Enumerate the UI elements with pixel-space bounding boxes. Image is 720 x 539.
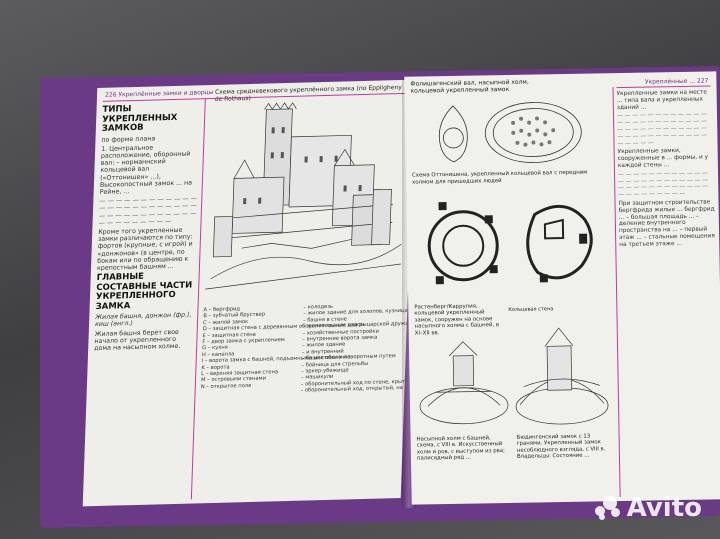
avito-brand-text: Avito [626, 493, 702, 523]
legend-left: A – бергфрид B – зубчатый бруствер C – ж… [200, 305, 396, 391]
header-rule-right [616, 85, 711, 89]
left-page: 226 Укреплённые замки и дворцы Схема сре… [82, 79, 416, 507]
castle-illustration [205, 102, 402, 290]
open-book: 226 Укреплённые замки и дворцы Схема сре… [68, 71, 720, 528]
figure4-caption: Насыпной холм с башней, схема, с VIII в.… [416, 435, 505, 462]
paragraph-filler: — — — — — — — — — — — — — — — — — — — — … [98, 195, 198, 227]
motte-drawings [438, 102, 582, 163]
paragraph-4: Жилая башня берет свое начало от укрепле… [94, 328, 181, 353]
right-paragraph-filler-2: — — — — — — — — — — — — — — — — — — — — … [617, 170, 709, 199]
sub-label-wall: Кольцевая стена [508, 306, 554, 313]
right-text-column: Укрепленные замки на месте ... типа вала… [617, 89, 716, 250]
section-title-parts: ГЛАВНЫЕ СОСТАВНЫЕ ЧАСТИ УКРЕПЛЕННОГО ЗАМ… [95, 271, 193, 312]
legend-right: – колодезь – жилое здание для холопов, к… [300, 302, 415, 394]
figure2-caption: Схема Оттонишена, укрепленный кольцевой … [411, 169, 588, 186]
figure5-caption: Бюдингенский замок с 13 гранями. Укрепле… [516, 433, 606, 461]
legend-item: – оборонительный ход, открытый, на кольц… [300, 384, 415, 394]
right-page: Фолишагенский вал, насыпной холм, кольце… [404, 71, 720, 505]
paragraph-1: 1. Центральное расположение, оборонный в… [99, 144, 193, 196]
avito-logo-icon [594, 494, 623, 522]
right-paragraph-1: Укрепленные замки на месте ... типа вала… [616, 89, 707, 111]
paragraph-3: Жилая башня, донжон (фр.), киш (англ.) [94, 311, 192, 329]
right-paragraph-2: Укрепленные замки, сооруженные в ... фор… [617, 148, 709, 170]
right-paragraph-filler: — — — — — — — — — — — — — — — — — — — — … [616, 111, 708, 147]
left-page-header: 226 Укреплённые замки и дворцы [104, 88, 214, 99]
legend-item: N – открытое поле [200, 382, 252, 391]
figure1-caption: Фолишагенский вал, насыпной холм, кольце… [410, 78, 529, 95]
avito-watermark: Avito [594, 493, 702, 523]
right-page-header: Укреплённые ... 227 [644, 77, 709, 86]
right-paragraph-3: При защитном строительстве бергфрида жил… [618, 199, 715, 248]
left-text-column: ТИПЫ УКРЕПЛЕННЫХ ЗАМКОВ по форме плана 1… [94, 101, 201, 354]
motte-and-ringwall-drawings [419, 327, 609, 425]
castle-plans [427, 202, 593, 285]
paragraph-2: Кроме того укрепленные замки различаются… [96, 226, 193, 272]
section-subtitle: по форме плана [101, 134, 156, 144]
section-title-types: ТИПЫ УКРЕПЛЕННЫХ ЗАМКОВ [101, 104, 178, 134]
